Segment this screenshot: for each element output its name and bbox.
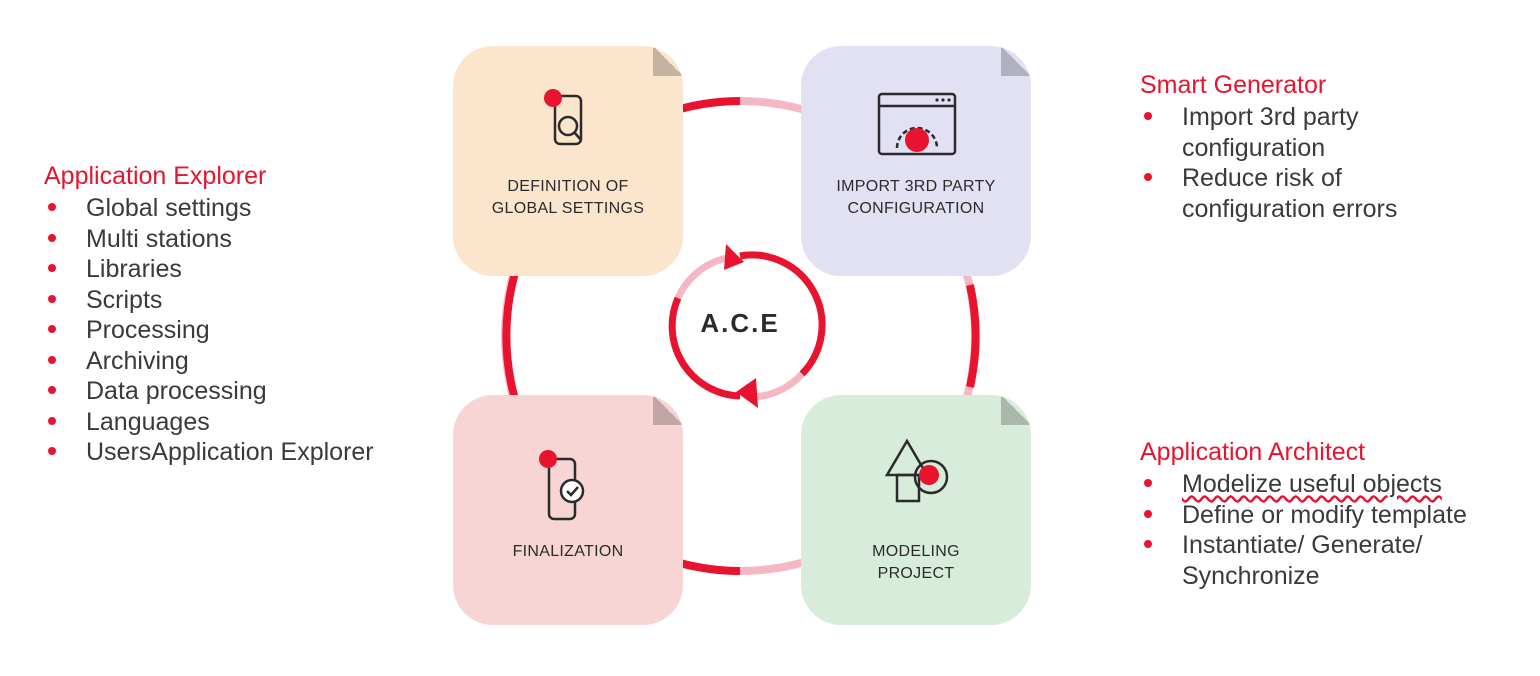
list-item-text: Modelize useful objects	[1182, 470, 1442, 498]
corner-fold	[653, 46, 683, 76]
outer-ring-right-segment	[966, 284, 980, 388]
tile-label: IMPORT 3RD PARTY CONFIGURATION	[801, 176, 1031, 220]
list-item: Archiving	[44, 346, 374, 377]
shapes-icon	[884, 438, 949, 503]
outer-ring-left-segment	[502, 258, 523, 414]
list-item: Multi stations	[44, 224, 374, 255]
inner-cycle-ring	[668, 244, 826, 408]
smart-generator-list: Import 3rd party configuration Reduce ri…	[1140, 102, 1520, 224]
corner-fold	[1001, 46, 1031, 76]
smart-generator-title: Smart Generator	[1140, 71, 1327, 99]
list-item: Scripts	[44, 285, 374, 316]
tile-label-line: PROJECT	[877, 565, 955, 582]
application-architect-title: Application Architect	[1140, 438, 1366, 466]
tile-finalization: FINALIZATION	[453, 395, 683, 625]
phone-check-icon	[539, 450, 585, 521]
tile-label-line: FINALIZATION	[512, 543, 624, 560]
list-item: Libraries	[44, 254, 374, 285]
smart-generator-panel: Smart Generator Import 3rd party configu…	[1140, 70, 1520, 224]
tile-label-line: MODELING	[872, 543, 960, 560]
tile-label-line: GLOBAL SETTINGS	[491, 200, 645, 217]
list-item: Data processing	[44, 376, 374, 407]
tile-modeling-project: MODELING PROJECT	[801, 395, 1031, 625]
center-label: A.C.E	[700, 308, 780, 338]
cycle-arrow-bottom-icon	[736, 378, 758, 408]
list-item: Modelize useful objects	[1140, 469, 1530, 500]
list-item: Instantiate/ Generate/ Synchronize	[1140, 530, 1452, 591]
phone-search-icon	[544, 89, 583, 146]
application-architect-panel: Application Architect Modelize useful ob…	[1140, 437, 1530, 591]
tile-label: MODELING PROJECT	[801, 541, 1031, 585]
list-item: Processing	[44, 315, 374, 346]
application-explorer-panel: Application Explorer Global settings Mul…	[44, 161, 374, 468]
application-explorer-title: Application Explorer	[44, 162, 267, 190]
outer-ring-bottom-segment	[678, 559, 741, 575]
application-architect-list: Modelize useful objects Define or modify…	[1140, 469, 1530, 591]
corner-fold	[1001, 395, 1031, 425]
list-item: Languages	[44, 407, 374, 438]
tile-import-configuration: IMPORT 3RD PARTY CONFIGURATION	[801, 46, 1031, 276]
tile-label: DEFINITION OF GLOBAL SETTINGS	[453, 176, 683, 220]
list-item: Define or modify template	[1140, 500, 1530, 531]
tile-definition-global-settings: DEFINITION OF GLOBAL SETTINGS	[453, 46, 683, 276]
tile-label-line: CONFIGURATION	[847, 200, 985, 217]
list-item: Global settings	[44, 193, 374, 224]
tile-label-line: IMPORT 3RD PARTY	[836, 178, 996, 195]
list-item: Reduce risk of configuration errors	[1140, 163, 1482, 224]
list-item: Import 3rd party configuration	[1140, 102, 1462, 163]
list-item: UsersApplication Explorer	[44, 437, 374, 468]
application-explorer-list: Global settings Multi stations Libraries…	[44, 193, 374, 468]
corner-fold	[653, 395, 683, 425]
browser-gear-icon	[877, 92, 957, 156]
cycle-arrow-top-icon	[724, 244, 744, 270]
tile-label-line: DEFINITION OF	[507, 178, 629, 195]
tile-label: FINALIZATION	[453, 541, 683, 563]
